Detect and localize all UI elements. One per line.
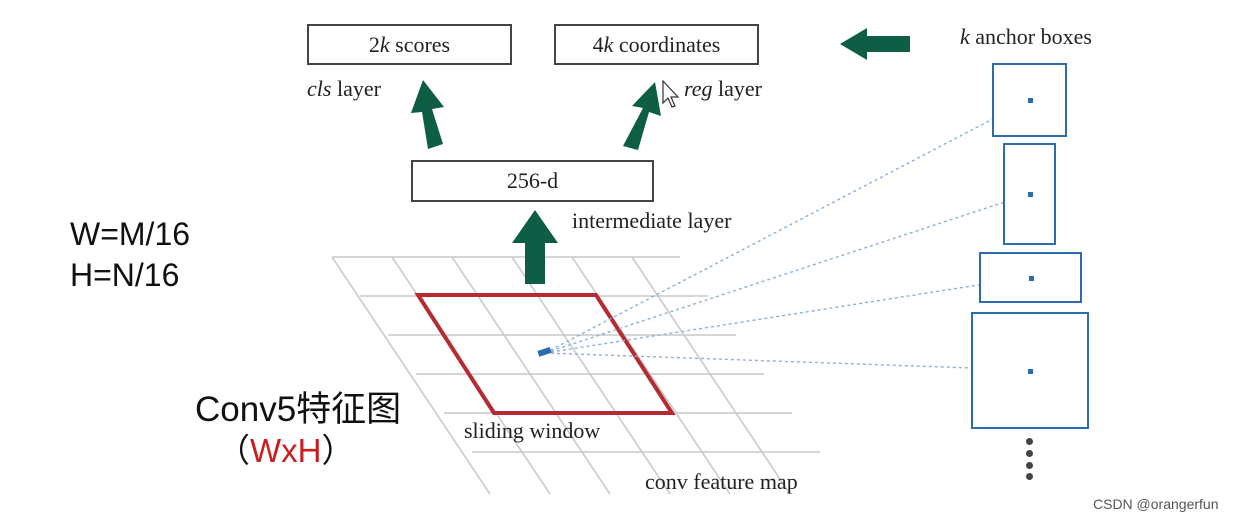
anchor-center-dot [1027, 192, 1033, 197]
sliding-window [414, 293, 676, 415]
cursor-icon [662, 79, 680, 108]
watermark: CSDN @orangerfun [1093, 496, 1219, 512]
scores-box: 2k scores [307, 24, 512, 65]
w-formula: W=M/16 [70, 216, 191, 252]
scores-text: scores [389, 32, 451, 57]
more-anchors-dot [1026, 462, 1033, 469]
anchor-k: k [960, 24, 970, 49]
anchor-center-dot [1028, 275, 1034, 281]
more-anchors-dot [1026, 438, 1033, 445]
reg-italic: reg [684, 76, 713, 101]
feature-map-grid [331, 256, 820, 495]
cls-italic: cls [307, 76, 332, 101]
arrow-anchors-to-coords [840, 28, 910, 60]
coords-text: coordinates [613, 32, 721, 57]
coordinates-box: 4k coordinates [554, 24, 759, 65]
scores-num: 2 [368, 32, 380, 57]
anchor-title-text: anchor boxes [969, 24, 1092, 49]
anchor-box-square-large [971, 312, 1089, 429]
anchor-center-dot [1028, 368, 1033, 374]
feature-map-label: conv feature map [645, 469, 798, 494]
sliding-window-center [537, 346, 552, 357]
intermediate-layer-label: intermediate layer [572, 208, 732, 233]
reg-layer-label: reg layer [684, 76, 762, 102]
anchor-center-dot [1027, 98, 1033, 103]
paren-close: ） [321, 432, 355, 469]
coords-num: 4 [592, 32, 604, 57]
sliding-window-label: sliding window [464, 418, 601, 443]
coords-k: k [603, 32, 614, 57]
anchor-box-tall [1003, 143, 1056, 245]
more-anchors-dot [1026, 450, 1033, 457]
wxh-text: WxH [250, 432, 322, 469]
wxh-label: （WxH） [217, 424, 354, 472]
anchor-connector-lines [544, 99, 1030, 371]
paren-open: （ [217, 432, 250, 469]
scores-k: k [379, 32, 390, 57]
conv5-title: Conv5特征图 [195, 390, 402, 429]
flow-arrows [411, 28, 910, 284]
cls-layer-label: cls layer [307, 76, 381, 102]
anchor-box-wide [979, 252, 1082, 303]
anchor-box-square-small [992, 63, 1067, 137]
cls-text: layer [331, 76, 381, 101]
anchor-boxes-title: k anchor boxes [960, 24, 1092, 50]
h-formula: H=N/16 [70, 257, 180, 293]
arrow-up-to-intermediate [512, 210, 558, 284]
more-anchors-dot [1026, 473, 1033, 480]
reg-text: layer [712, 76, 762, 101]
intermediate-box: 256-d [411, 160, 654, 202]
arrow-to-reg-layer [623, 82, 661, 150]
arrow-to-cls-layer [411, 80, 444, 149]
